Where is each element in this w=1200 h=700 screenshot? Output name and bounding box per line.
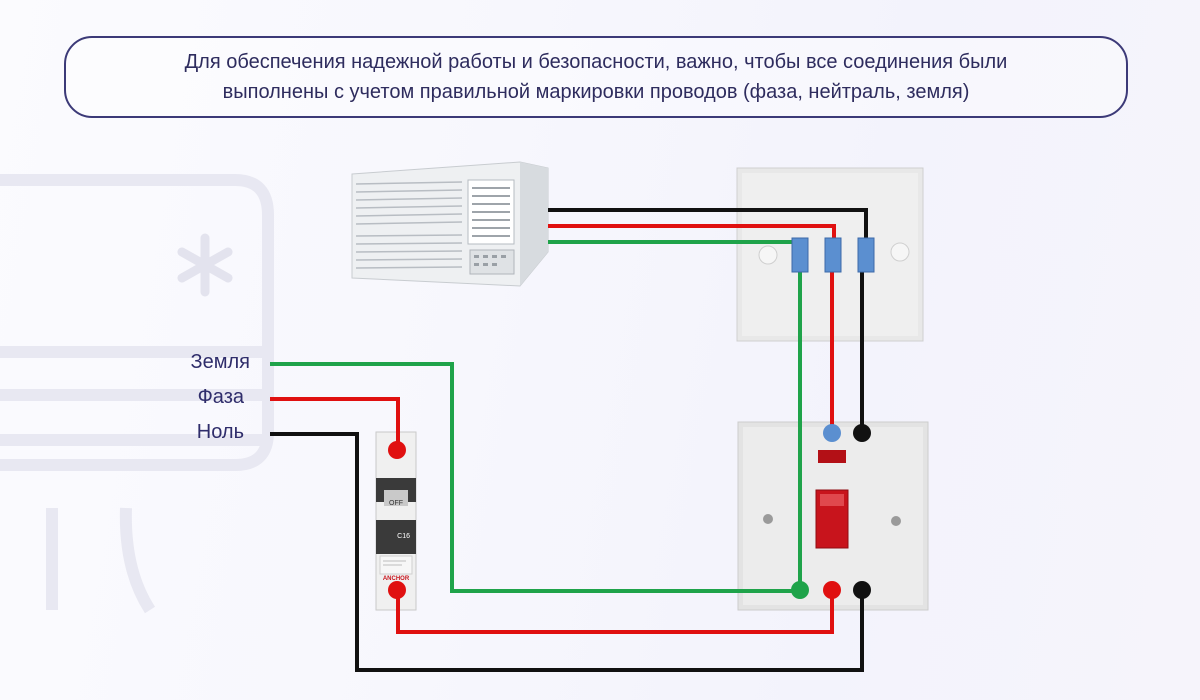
switch-terminal-neutral	[853, 581, 871, 599]
wires	[270, 208, 868, 672]
terminal-blocks	[791, 237, 875, 273]
ac-phase-wire	[548, 224, 836, 240]
switch-terminal-top-right	[853, 424, 871, 442]
air-conditioner	[351, 161, 549, 287]
breaker-terminal-bottom	[388, 581, 406, 599]
earth-wire	[270, 362, 800, 593]
phase-wire-label: Фаза	[197, 386, 244, 408]
switch-terminal-phase	[823, 581, 841, 599]
caption-line-2: выполнены с учетом правильной маркировки…	[222, 81, 970, 103]
earth-wire-label: Земля	[190, 351, 250, 373]
terminal-block-earth	[791, 237, 809, 273]
ac-neutral-wire	[548, 208, 868, 240]
breaker-rating-label: C16	[397, 533, 410, 540]
breaker-off-label: OFF	[389, 500, 403, 507]
breaker-terminal-top	[388, 441, 406, 459]
phase-wire-load	[396, 591, 834, 634]
caption-line-1: Для обеспечения надежной работы и безопа…	[184, 51, 1008, 73]
wall-switch	[737, 421, 929, 611]
breaker-brand-label: ANCHOR	[383, 576, 410, 582]
background-ac-illustration	[0, 174, 274, 614]
circuit-breaker	[375, 431, 417, 611]
terminal-block-phase	[824, 237, 842, 273]
terminal-block-neutral	[857, 237, 875, 273]
switch-terminal-earth	[791, 581, 809, 599]
neutral-wire-label: Ноль	[196, 421, 244, 443]
caption-box: Для обеспечения надежной работы и безопа…	[64, 36, 1128, 118]
neutral-wire	[270, 432, 864, 672]
switch-terminal-top-left	[823, 424, 841, 442]
phase-wire	[270, 397, 400, 449]
snowflake-icon	[177, 233, 233, 297]
